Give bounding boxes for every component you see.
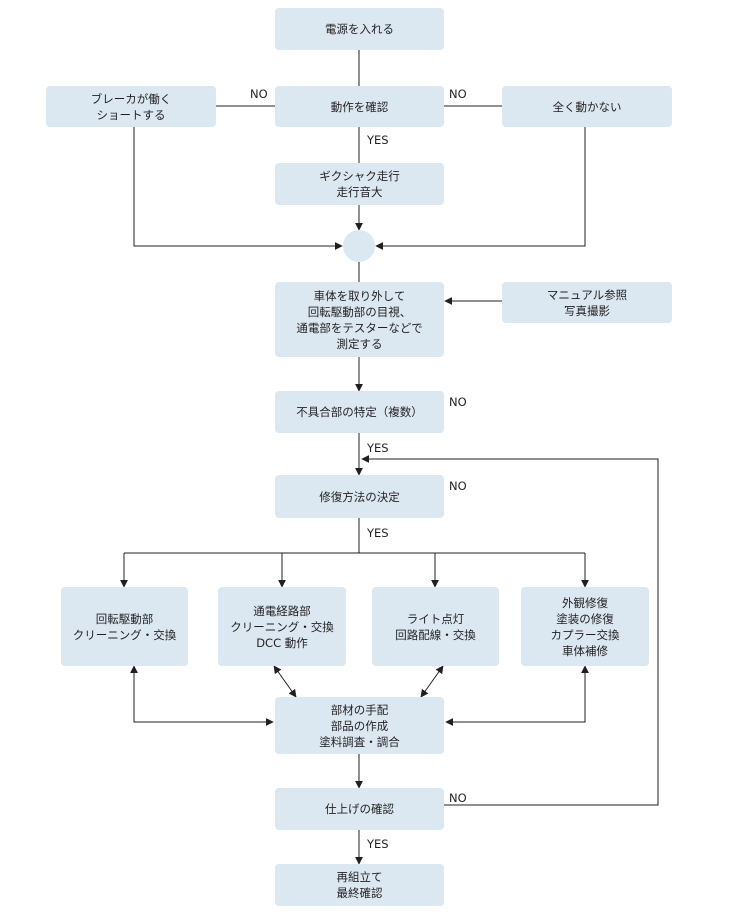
- node-line: 電源を入れる: [325, 22, 394, 36]
- node-finish-check: 仕上げの確認: [275, 788, 444, 830]
- node-power-on: 電源を入れる: [275, 8, 444, 50]
- node-line: 塗装の修復: [556, 611, 614, 626]
- label-no-identify: NO: [449, 395, 467, 409]
- node-line: ブレーカが働く: [90, 91, 172, 106]
- edge-lights-parts: [420, 665, 444, 698]
- label-yes-decide: YES: [367, 526, 389, 540]
- node-line: DCC 動作: [256, 635, 308, 650]
- node-jerky-noisy: ギクシャク走行 走行音大: [275, 163, 444, 205]
- label-no-finish: NO: [449, 791, 467, 805]
- node-line: 回転駆動部の目視、: [307, 304, 412, 319]
- node-breaker-short: ブレーカが働く ショートする: [46, 86, 216, 127]
- node-line: 再組立て: [336, 870, 383, 884]
- label-no-decide: NO: [449, 479, 467, 493]
- node-line: クリーニング・交換: [230, 619, 334, 634]
- node-line: カプラー交換: [550, 627, 620, 642]
- label-yes-finish: YES: [367, 837, 389, 851]
- node-inspect: 車体を取り外して 回転駆動部の目視、 通電部をテスターなどで 測定する: [275, 282, 444, 357]
- label-no-left: NO: [250, 87, 268, 101]
- node-line: 回路配線・交換: [395, 627, 476, 642]
- node-reassemble: 再組立て 最終確認: [275, 864, 444, 906]
- node-line: クリーニング・交換: [72, 627, 177, 642]
- node-line: 修復方法の決定: [319, 489, 400, 504]
- node-line: 動作を確認: [330, 99, 389, 114]
- node-line: マニュアル参照: [546, 287, 628, 302]
- node-conduction-path: 通電経路部 クリーニング・交換 DCC 動作: [218, 587, 346, 666]
- node-manual-photo: マニュアル参照 写真撮影: [502, 282, 672, 323]
- edge-nomotion-connector: [375, 127, 586, 250]
- label-yes-identify: YES: [367, 441, 389, 455]
- edge-conduction-parts: [273, 665, 297, 698]
- edge-finish-loop: [361, 455, 659, 806]
- node-line: ギクシャク走行: [319, 169, 400, 183]
- node-line: 測定する: [336, 336, 383, 351]
- node-line: ショートする: [96, 107, 166, 122]
- node-line: 最終確認: [336, 886, 383, 900]
- node-line: 車体を取り外して: [313, 288, 406, 303]
- node-check-operation: 動作を確認: [275, 86, 444, 127]
- node-line: 部材の手配: [330, 702, 389, 717]
- label-no-right: NO: [449, 87, 467, 101]
- node-line: 車体補修: [562, 643, 608, 658]
- node-line: 通電部をテスターなどで: [296, 320, 423, 335]
- node-exterior: 外観修復 塗装の修復 カプラー交換 車体補修: [521, 587, 649, 666]
- node-line: 部品の作成: [330, 718, 389, 733]
- node-lights: ライト点灯 回路配線・交換: [372, 587, 499, 666]
- node-line: 写真撮影: [564, 303, 610, 318]
- node-parts: 部材の手配 部品の作成 塗料調査・調合: [275, 697, 444, 754]
- node-line: 塗料調査・調合: [319, 734, 400, 749]
- merge-connector: [343, 230, 375, 262]
- node-identify-faults: 不具合部の特定（複数）: [275, 391, 444, 433]
- node-line: 仕上げの確認: [325, 802, 394, 816]
- label-yes-check: YES: [367, 133, 389, 147]
- node-line: 不具合部の特定（複数）: [296, 405, 423, 419]
- node-line: ライト点灯: [406, 611, 465, 626]
- edge-rotation-parts: [130, 665, 274, 726]
- node-no-motion: 全く動かない: [502, 86, 672, 127]
- edge-exterior-parts: [445, 665, 589, 726]
- node-line: 通電経路部: [253, 603, 311, 618]
- edge-breaker-connector: [133, 127, 343, 250]
- node-line: 外観修復: [562, 595, 608, 610]
- node-line: 走行音大: [336, 185, 383, 199]
- node-decide-method: 修復方法の決定: [275, 475, 444, 518]
- node-line: 全く動かない: [552, 99, 622, 114]
- node-line: 回転駆動部: [95, 611, 154, 626]
- node-rotation-drive: 回転駆動部 クリーニング・交換: [61, 587, 188, 666]
